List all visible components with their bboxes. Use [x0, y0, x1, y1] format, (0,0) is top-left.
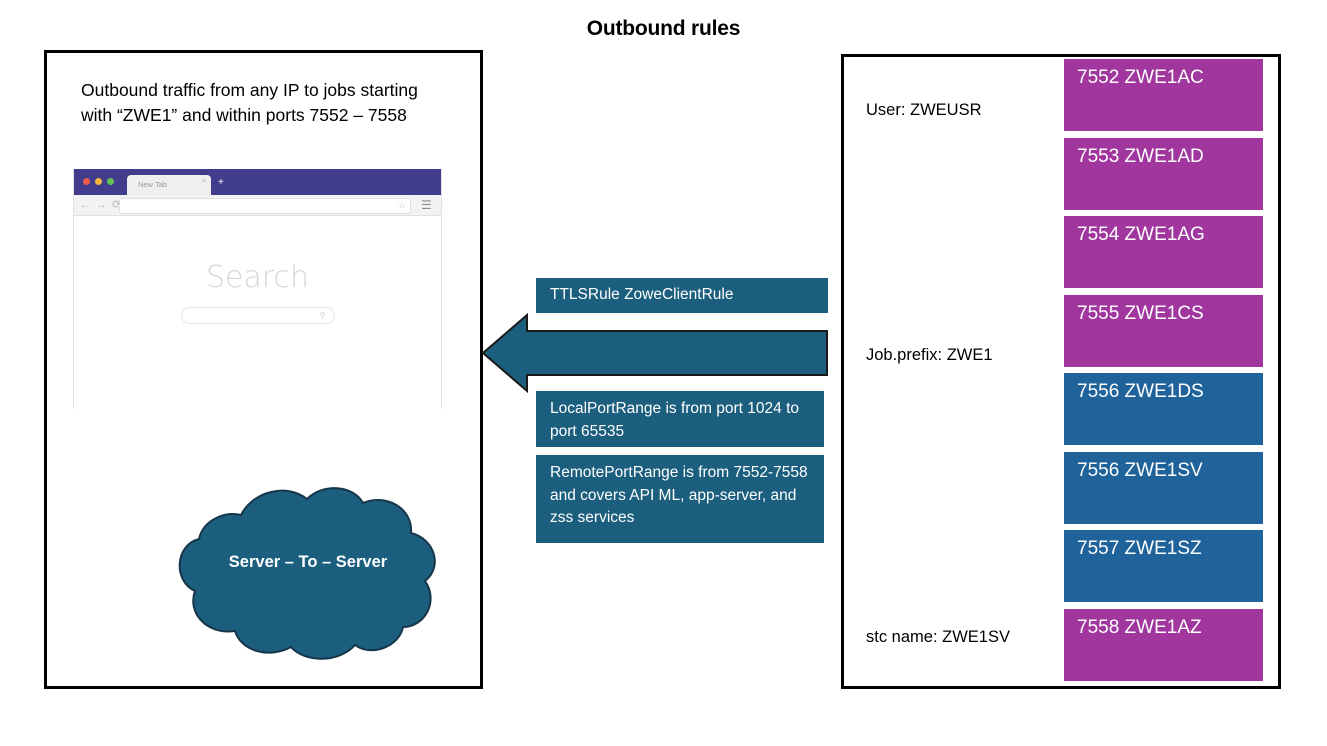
tab-close-icon[interactable]: ×	[201, 178, 206, 185]
bookmark-star-icon[interactable]: ☆	[397, 200, 406, 210]
page-title: Outbound rules	[586, 17, 741, 40]
new-tab-plus-icon[interactable]: +	[218, 177, 224, 188]
table-row: 7558 ZWE1AZ	[1064, 608, 1263, 681]
browser-toolbar: ← → ⟳ ☆ ☰	[74, 195, 441, 216]
navigation-icons[interactable]: ← → ⟳	[80, 199, 123, 211]
window-traffic-lights	[83, 178, 114, 185]
left-panel: Outbound traffic from any IP to jobs sta…	[44, 50, 483, 689]
callout-localportrange: LocalPortRange is from port 1024 to port…	[536, 391, 824, 447]
label-stc-name: stc name: ZWE1SV	[866, 628, 1010, 646]
label-job-prefix: Job.prefix: ZWE1	[866, 346, 993, 364]
search-heading: Search	[205, 260, 310, 295]
browser-tab-label: New Tab	[138, 180, 168, 189]
left-panel-description: Outbound traffic from any IP to jobs sta…	[81, 80, 418, 125]
table-row: 7552 ZWE1AC	[1064, 59, 1263, 131]
browser-tab[interactable]: New Tab ×	[127, 175, 211, 195]
label-user: User: ZWEUSR	[866, 101, 982, 119]
table-row: 7557 ZWE1SZ	[1064, 530, 1263, 602]
search-input[interactable]: ⚲	[180, 307, 335, 324]
server-to-server-cloud-icon	[178, 487, 436, 660]
table-row: 7553 ZWE1AD	[1064, 137, 1263, 210]
close-window-icon[interactable]	[83, 178, 90, 185]
table-row: 7555 ZWE1CS	[1064, 294, 1263, 367]
port-row-list: 7552 ZWE1AC 7553 ZWE1AD 7554 ZWE1AG 7555…	[1064, 59, 1263, 687]
right-panel: User: ZWEUSR Job.prefix: ZWE1 stc name: …	[841, 54, 1281, 689]
browser-titlebar: New Tab × +	[74, 169, 441, 195]
callout-remoteportrange: RemotePortRange is from 7552-7558 and co…	[536, 455, 824, 543]
browser-window-mockup: New Tab × + ← → ⟳ ☆ ☰ Search ⚲	[73, 169, 442, 409]
address-bar-input[interactable]: ☆	[119, 198, 411, 214]
minimize-window-icon[interactable]	[95, 178, 102, 185]
maximize-window-icon[interactable]	[107, 178, 114, 185]
callout-ttlsrule: TTLSRule ZoweClientRule	[536, 278, 828, 313]
search-icon: ⚲	[319, 311, 326, 320]
table-row: 7556 ZWE1SV	[1064, 451, 1263, 524]
browser-content-area: Search ⚲	[74, 216, 441, 409]
hamburger-menu-icon[interactable]: ☰	[421, 198, 432, 212]
table-row: 7554 ZWE1AG	[1064, 216, 1263, 288]
table-row: 7556 ZWE1DS	[1064, 373, 1263, 445]
outbound-flow-arrow-icon	[481, 312, 828, 394]
